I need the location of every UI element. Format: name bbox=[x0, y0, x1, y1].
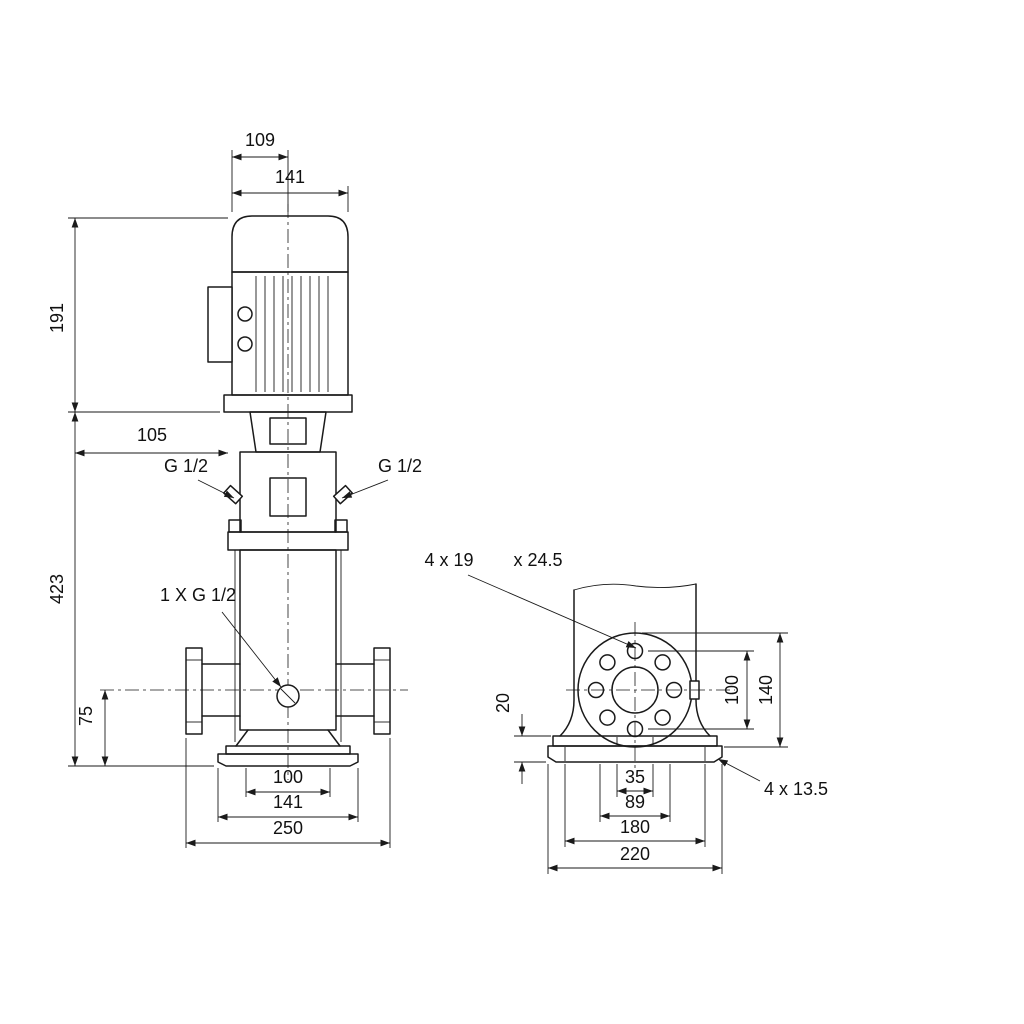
dim-250-label: 250 bbox=[273, 818, 303, 838]
chamber-sleeve bbox=[234, 549, 342, 742]
flange-bolt-hole bbox=[599, 709, 616, 726]
staybolt-nut-left bbox=[228, 519, 242, 533]
dim-base-hole-span: 180 bbox=[564, 764, 706, 847]
drain-plug bbox=[276, 684, 300, 708]
cable-entry-hole bbox=[237, 306, 253, 322]
drain-callout: 1 X G 1/2 bbox=[160, 585, 282, 688]
dim-base-height: 20 bbox=[493, 693, 551, 784]
dim-89-label: 89 bbox=[625, 792, 645, 812]
g12-right-label: G 1/2 bbox=[378, 456, 422, 476]
dim-motor-height: 191 bbox=[47, 217, 228, 413]
dim-75-label: 75 bbox=[76, 706, 96, 726]
callout-4x19-label: 4 x 19 bbox=[424, 550, 473, 570]
motor-outline bbox=[207, 215, 353, 413]
dim-motor-width: 141 bbox=[232, 167, 349, 212]
port-flanges bbox=[185, 647, 391, 735]
dim-180-label: 180 bbox=[620, 817, 650, 837]
break-line bbox=[573, 583, 697, 591]
flange-hole-callout: 4 x 19 x 24.5 bbox=[424, 550, 637, 649]
dim-140-label: 140 bbox=[756, 675, 776, 705]
flange-bolt-hole bbox=[654, 709, 671, 726]
motor-fins bbox=[255, 276, 329, 392]
staybolt-nut-right bbox=[334, 519, 348, 533]
dim-100-right-label: 100 bbox=[722, 675, 742, 705]
dim-100-label: 100 bbox=[273, 767, 303, 787]
dim-port-height: 75 bbox=[76, 690, 109, 766]
dim-191-label: 191 bbox=[47, 303, 67, 333]
front-base bbox=[217, 729, 359, 767]
dim-pump-height: 423 bbox=[47, 412, 214, 767]
base-hole-callout: 4 x 13.5 bbox=[717, 758, 828, 799]
dim-motor-top-width: 109 bbox=[231, 130, 289, 212]
flange-bolt-hole bbox=[599, 654, 616, 671]
dim-109-label: 109 bbox=[245, 130, 275, 150]
dim-220-label: 220 bbox=[620, 844, 650, 864]
dim-35-label: 35 bbox=[625, 767, 645, 787]
dim-flange-od: 140 bbox=[642, 632, 788, 748]
cable-entry-hole bbox=[237, 336, 253, 352]
side-view: 4 x 19 x 24.5 20 100 140 bbox=[424, 550, 828, 874]
dim-port-to-port: 250 bbox=[185, 738, 391, 848]
dim-105-label: 105 bbox=[137, 425, 167, 445]
dim-base-width: 141 bbox=[217, 768, 359, 822]
dim-423-label: 423 bbox=[47, 574, 67, 604]
left-flange-plate bbox=[185, 647, 203, 735]
coupling-window bbox=[269, 417, 307, 445]
side-base bbox=[547, 735, 723, 763]
dim-base-hole-offset-x: 35 bbox=[616, 764, 654, 797]
callout-24-5-label: x 24.5 bbox=[513, 550, 562, 570]
dim-base-hole-offset-y: 89 bbox=[599, 764, 671, 822]
g12-left-label: G 1/2 bbox=[164, 456, 208, 476]
dim-base-inner-width: 100 bbox=[245, 767, 331, 797]
terminal-box bbox=[207, 286, 233, 363]
callout-4x13-5-label: 4 x 13.5 bbox=[764, 779, 828, 799]
dim-bolt-circle: 100 bbox=[648, 650, 754, 730]
dim-20-label: 20 bbox=[493, 693, 513, 713]
right-flange-plate bbox=[373, 647, 391, 735]
plug-callout-right: G 1/2 bbox=[341, 456, 422, 499]
flange-bolt-hole bbox=[654, 654, 671, 671]
side-body bbox=[559, 583, 711, 737]
dim-141-bottom-label: 141 bbox=[273, 792, 303, 812]
dim-offset-105: 105 bbox=[75, 425, 228, 457]
drain-plug-label: 1 X G 1/2 bbox=[160, 585, 236, 605]
front-view: 109 141 191 423 105 75 G 1/2 bbox=[47, 130, 422, 848]
dim-base-length: 220 bbox=[547, 764, 723, 874]
dim-141-top-label: 141 bbox=[275, 167, 305, 187]
plug-callout-left: G 1/2 bbox=[164, 456, 235, 499]
